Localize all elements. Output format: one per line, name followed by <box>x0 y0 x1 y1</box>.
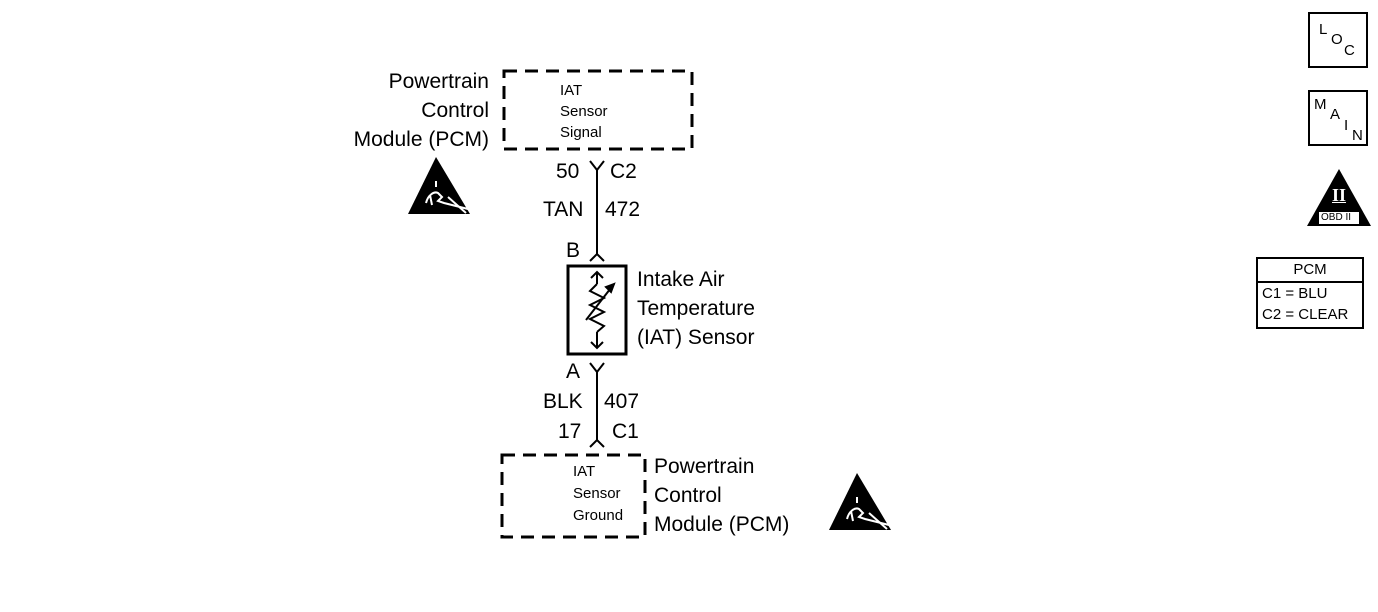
wire-bottom-circuit: 407 <box>604 390 640 413</box>
wire-blk-407 <box>589 362 605 448</box>
wire-top-pin: 50 <box>556 160 580 183</box>
obd-ii-numeral: II <box>1332 185 1347 205</box>
pcm-top-box-text: IAT Sensor Signal <box>560 82 608 141</box>
esd-warning-icon <box>408 157 470 214</box>
iat-sensor-label: Intake Air Temperature (IAT) Sensor <box>637 268 755 349</box>
sensor-pin-a: A <box>566 360 581 383</box>
pcm-table-row: C2 = CLEAR <box>1262 306 1349 323</box>
loc-button[interactable]: L O C <box>1308 12 1368 68</box>
sensor-pin-b: B <box>566 239 581 262</box>
wire-bottom-pin: 17 <box>558 420 582 443</box>
obd-ii-icon <box>1307 169 1371 226</box>
iat-sensor-box <box>566 264 628 356</box>
esd-warning-icon <box>829 473 891 530</box>
pcm-bottom-dashed-box <box>500 453 647 539</box>
wire-bottom-color: BLK <box>543 390 583 413</box>
obd-ii-button[interactable]: II OBD II <box>1306 168 1372 228</box>
wire-tan-472 <box>589 160 605 262</box>
obd-ii-text: OBD II <box>1321 212 1352 223</box>
wire-top-connector: C2 <box>610 160 637 183</box>
main-button[interactable]: M A I N <box>1308 90 1368 146</box>
wire-top-color: TAN <box>543 198 584 221</box>
wire-top-circuit: 472 <box>605 198 641 221</box>
pcm-top-label: Powertrain Control Module (PCM) <box>353 70 489 151</box>
pcm-top-dashed-box <box>502 69 694 151</box>
pcm-bottom-label: Powertrain Control Module (PCM) <box>654 455 790 536</box>
pcm-bottom-box-text: IAT Sensor Ground <box>573 463 624 524</box>
pcm-table-header: PCM <box>1258 259 1362 283</box>
pcm-table-row: C1 = BLU <box>1262 285 1328 302</box>
wire-bottom-connector: C1 <box>612 420 639 443</box>
thermistor-symbol <box>585 270 616 350</box>
pcm-connector-table: PCM C1 = BLU C2 = CLEAR <box>1256 257 1364 329</box>
